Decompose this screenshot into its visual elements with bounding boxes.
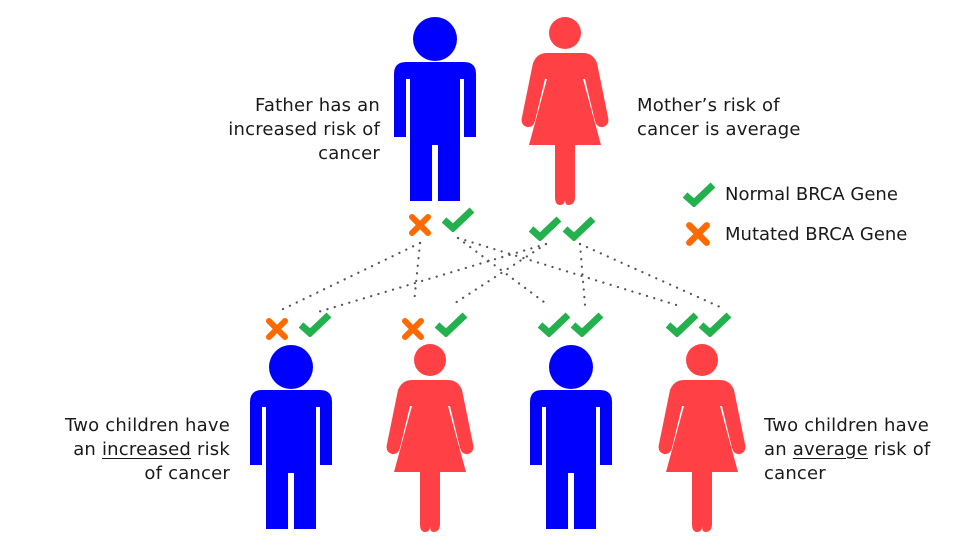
caption-average-risk: Two children have an average risk of can… — [764, 414, 960, 486]
line-mother-check2-child4 — [578, 242, 722, 309]
cross-icon — [408, 213, 432, 237]
check-icon — [538, 311, 570, 337]
caption-line: an increased risk — [20, 438, 230, 462]
male-person-icon — [530, 345, 612, 529]
mother-label-line: cancer is average — [637, 119, 801, 140]
child1-figure — [250, 345, 332, 529]
check-icon — [529, 215, 561, 241]
cross-icon — [685, 221, 711, 247]
caption-text: an — [73, 439, 102, 460]
check-icon — [442, 206, 474, 232]
mother-label: Mother’s risk of cancer is average — [637, 94, 857, 142]
father-gene-mutated — [408, 213, 432, 237]
line-father-x-child2 — [412, 241, 422, 305]
caption-text: risk of — [867, 439, 931, 460]
caption-line: of cancer — [144, 463, 230, 484]
emphasis-average: average — [792, 439, 868, 460]
check-icon — [666, 311, 698, 337]
child4-figure — [658, 344, 746, 532]
line-father-x-child1 — [275, 241, 422, 314]
child3-gene-normal-2 — [571, 311, 603, 337]
mother-gene-normal-2 — [563, 215, 595, 241]
female-person-icon — [386, 344, 474, 532]
caption-text: an — [764, 439, 793, 460]
male-person-icon — [394, 17, 476, 201]
child3-gene-normal-1 — [538, 311, 570, 337]
legend-label: Normal BRCA Gene — [725, 183, 898, 205]
check-icon — [435, 311, 467, 337]
father-figure — [394, 17, 476, 201]
child2-gene-mutated — [401, 317, 425, 341]
father-label-line: increased risk of — [228, 119, 380, 140]
father-gene-normal — [442, 206, 474, 232]
line-mother-check1-child1 — [316, 242, 548, 314]
mother-figure — [521, 17, 609, 205]
cross-icon — [265, 317, 289, 341]
caption-line: cancer — [764, 463, 826, 484]
child2-figure — [386, 344, 474, 532]
check-icon — [699, 311, 731, 337]
father-label-line: cancer — [318, 143, 380, 164]
child3-figure — [530, 345, 612, 529]
legend-item-mutated: Mutated BRCA Gene — [685, 221, 907, 247]
check-icon — [299, 311, 331, 337]
mother-gene-normal-1 — [529, 215, 561, 241]
caption-line: an average risk of — [764, 438, 960, 462]
caption-line: Two children have — [764, 415, 929, 436]
caption-text: risk — [191, 439, 230, 460]
father-label-line: Father has an — [255, 95, 380, 116]
male-person-icon — [250, 345, 332, 529]
check-icon — [683, 181, 715, 207]
female-person-icon — [658, 344, 746, 532]
emphasis-increased: increased — [101, 439, 192, 460]
check-icon — [571, 311, 603, 337]
mother-label-line: Mother’s risk of — [637, 95, 780, 116]
caption-line: Two children have — [65, 415, 230, 436]
line-mother-check2-child3 — [578, 242, 587, 307]
legend-label: Mutated BRCA Gene — [725, 223, 908, 245]
father-label: Father has an increased risk of cancer — [180, 94, 380, 166]
child4-gene-normal-2 — [699, 311, 731, 337]
cross-icon — [401, 317, 425, 341]
female-person-icon — [521, 17, 609, 205]
legend-item-normal: Normal BRCA Gene — [683, 181, 898, 207]
caption-increased-risk: Two children have an increased risk of c… — [20, 414, 230, 486]
line-father-check-child3 — [456, 236, 550, 307]
child1-gene-normal — [299, 311, 331, 337]
check-icon — [563, 215, 595, 241]
child1-gene-mutated — [265, 317, 289, 341]
child4-gene-normal-1 — [666, 311, 698, 337]
child2-gene-normal — [435, 311, 467, 337]
line-father-check-child4 — [456, 236, 685, 309]
line-mother-check1-child2 — [450, 242, 548, 307]
